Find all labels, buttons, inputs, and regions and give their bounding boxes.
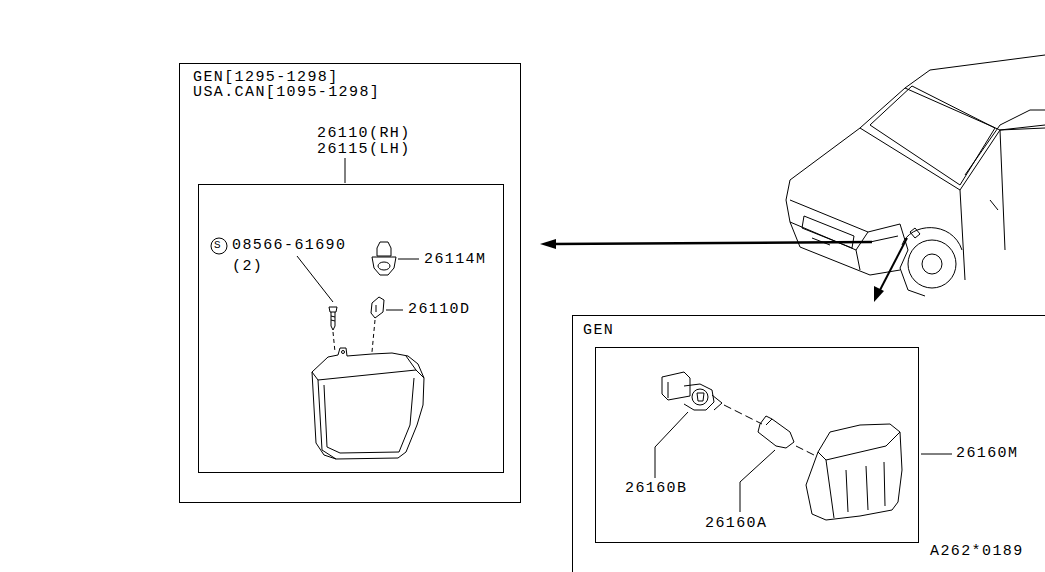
part-group-box: GEN (572, 315, 1045, 572)
callout-number: 26160B (625, 481, 687, 496)
callout-number: 26160A (705, 516, 767, 531)
group-heading: GEN (583, 323, 614, 338)
group-heading: 26115(LH) (317, 142, 411, 157)
quantity-note: (2) (232, 259, 263, 274)
callout-number: 26110D (408, 302, 470, 317)
callout-number: 08566-61690 (232, 238, 346, 253)
drawing-number: A262*0189 (930, 544, 1024, 559)
callout-number: 26160M (956, 446, 1018, 461)
group-heading: 26110(RH) (317, 126, 411, 141)
group-heading: GEN[1295-1298] (193, 70, 339, 85)
group-heading: USA.CAN[1095-1298] (193, 85, 380, 100)
callout-number: 26114M (424, 252, 486, 267)
part-group-box: 26110(RH)26115(LH) (198, 184, 504, 473)
part-group-box: GEN[1295-1298]USA.CAN[1095-1298] 26110(RH… (179, 63, 521, 503)
standard-part-symbol: S (214, 240, 221, 251)
